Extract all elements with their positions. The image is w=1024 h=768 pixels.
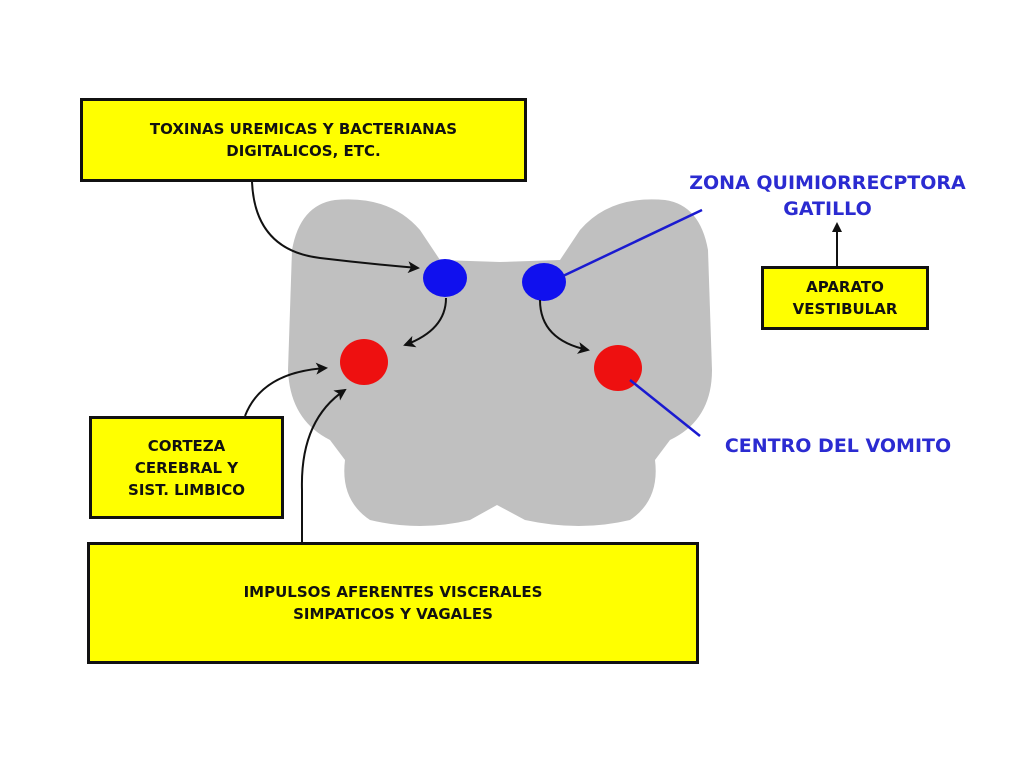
vestibular-line-1: APARATO bbox=[806, 278, 884, 296]
right-vomit-center-dot bbox=[594, 345, 642, 391]
left-chemoreceptor-dot bbox=[423, 259, 467, 297]
visceral-line-1: IMPULSOS AFERENTES VISCERALES bbox=[243, 583, 543, 601]
vestibular-line-2: VESTIBULAR bbox=[792, 300, 898, 318]
chemoreceptor-label: ZONA QUIMIORRECPTORA GATILLO bbox=[650, 170, 1005, 222]
pointer-line-vomit-center bbox=[629, 379, 701, 437]
cortex-line-1: CORTEZA bbox=[147, 436, 226, 455]
vestibular-box: APARATO VESTIBULAR bbox=[761, 266, 929, 330]
arrow-visceral-to-vomit bbox=[300, 388, 347, 542]
cortex-line-3: SIST. LIMBICO bbox=[128, 480, 245, 499]
chemoreceptor-label-line-1: ZONA QUIMIORRECPTORA bbox=[689, 172, 966, 194]
cortex-box: CORTEZA CEREBRAL Y SIST. LIMBICO bbox=[89, 416, 284, 519]
visceral-line-2: SIMPATICOS Y VAGALES bbox=[293, 605, 493, 623]
left-vomit-center-dot bbox=[340, 339, 388, 385]
arrow-cortex-to-vomit bbox=[244, 362, 328, 417]
arrow-left-ctz-to-vomit bbox=[403, 297, 447, 348]
vomit-center-label: CENTRO DEL VOMITO bbox=[698, 433, 978, 459]
cortex-line-2: CEREBRAL Y bbox=[134, 458, 239, 477]
vomit-center-label-text: CENTRO DEL VOMITO bbox=[724, 435, 952, 457]
chemoreceptor-label-line-2: GATILLO bbox=[783, 198, 872, 220]
pointer-line-chemoreceptor bbox=[562, 208, 703, 278]
toxins-box: TOXINAS UREMICAS Y BACTERIANAS DIGITALIC… bbox=[80, 98, 527, 182]
arrow-right-ctz-to-vomit bbox=[539, 299, 590, 354]
right-chemoreceptor-dot bbox=[522, 263, 566, 301]
arrow-toxins-to-ctz bbox=[251, 181, 420, 274]
toxins-line-2: DIGITALICOS, ETC. bbox=[226, 142, 381, 160]
brainstem-shape bbox=[288, 199, 712, 526]
toxins-line-1: TOXINAS UREMICAS Y BACTERIANAS bbox=[149, 120, 458, 138]
visceral-box: IMPULSOS AFERENTES VISCERALES SIMPATICOS… bbox=[87, 542, 699, 664]
